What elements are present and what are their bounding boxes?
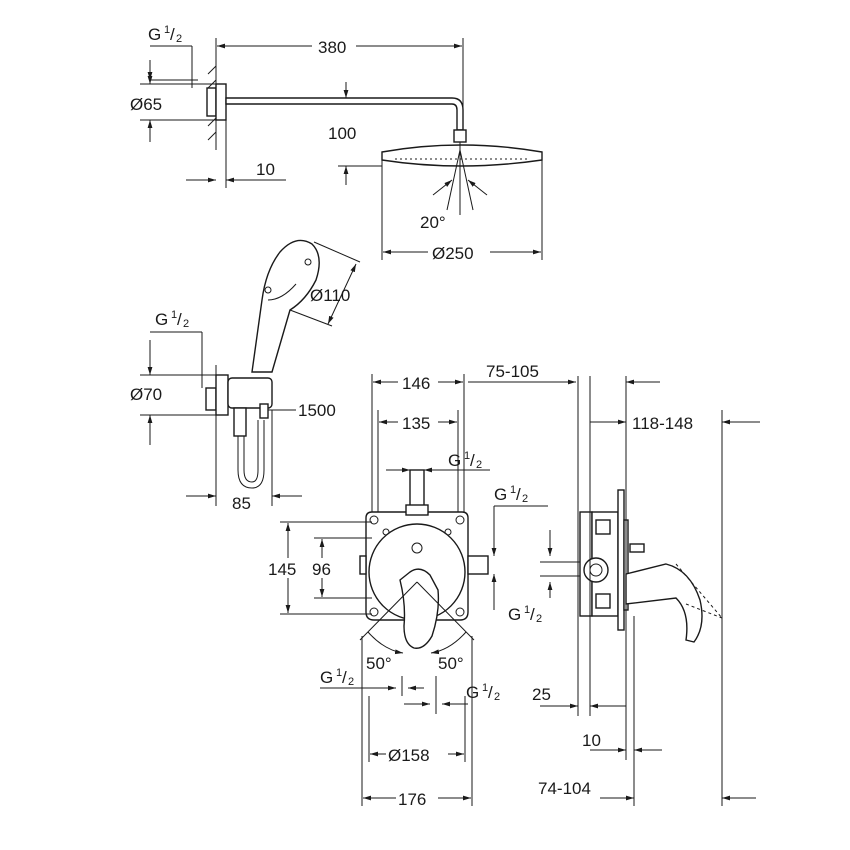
- svg-text:/: /: [170, 25, 175, 44]
- head-shower: [381, 144, 543, 167]
- adjust-range-label: 74-104: [538, 779, 591, 798]
- thread-label-mixer-top: G: [448, 451, 461, 470]
- thread-label-mixer-side: G: [494, 485, 507, 504]
- head-joint: [453, 129, 467, 143]
- thread-label-hand: G: [155, 310, 168, 329]
- svg-text:/: /: [177, 310, 182, 329]
- lever-side: [625, 563, 703, 643]
- depth-25-label: 25: [532, 685, 551, 704]
- svg-text:1: 1: [464, 450, 470, 462]
- svg-text:/: /: [488, 683, 493, 702]
- box-height-label: 145: [268, 560, 296, 579]
- wall-plate: [617, 489, 625, 631]
- svg-text:/: /: [342, 668, 347, 687]
- hand-shower-assembly: Ø110 G 1 / 2 Ø70 1500 85: [130, 239, 361, 513]
- cartridge: [583, 557, 609, 583]
- svg-text:2: 2: [348, 676, 354, 688]
- hose: [237, 420, 265, 489]
- svg-text:2: 2: [476, 459, 482, 471]
- hand-shower: [251, 239, 320, 373]
- install-depth-label: 75-105: [486, 362, 539, 381]
- arm-drop-label: 100: [328, 124, 356, 143]
- hose-connector: [233, 407, 247, 437]
- svg-text:2: 2: [494, 691, 500, 703]
- outlet-flange: [215, 374, 229, 416]
- svg-text:1: 1: [171, 309, 177, 321]
- arm-flange: [215, 83, 227, 121]
- head-diameter-label: Ø250: [432, 244, 474, 263]
- rosette-diameter-label: Ø158: [388, 746, 430, 765]
- svg-text:2: 2: [536, 613, 542, 625]
- outlet-connector: [205, 387, 217, 411]
- mixer-side-view: 75-105 118-148 G 1 / 2 25 10 74-104: [468, 362, 760, 806]
- head-angle-label: 20°: [420, 213, 446, 232]
- mixer-front-view: 50° 50° 146 135 G 1 / 2 145 96: [266, 372, 548, 809]
- projection-label: 118-148: [632, 414, 693, 433]
- outlet-projection-label: 85: [232, 494, 251, 513]
- rosette-overall-label: 176: [398, 790, 426, 809]
- side-outlet: [467, 555, 489, 575]
- holder-knob: [259, 403, 269, 419]
- thread-label-side-view: G: [508, 605, 521, 624]
- thread-label-top: G: [148, 25, 161, 44]
- svg-text:2: 2: [183, 318, 189, 330]
- thread-label-mixer-bottom-left: G: [320, 668, 333, 687]
- hand-shower-diameter-label: Ø110: [310, 286, 350, 305]
- svg-text:/: /: [470, 451, 475, 470]
- svg-text:2: 2: [522, 493, 528, 505]
- wall-outlet-holder: [227, 377, 273, 409]
- box-width-label: 146: [402, 374, 430, 393]
- wall-connector: [206, 87, 217, 117]
- stop-screw: [629, 543, 645, 553]
- svg-text:2: 2: [176, 33, 182, 45]
- box-inner-height-label: 96: [312, 560, 331, 579]
- svg-text:/: /: [530, 605, 535, 624]
- box-inner-width-label: 135: [402, 414, 430, 433]
- hose-length-label: 1500: [298, 401, 336, 420]
- svg-text:1: 1: [482, 682, 488, 694]
- outlet-diameter-label: Ø70: [130, 385, 162, 404]
- angle-right-label: 50°: [438, 654, 464, 673]
- svg-text:/: /: [516, 485, 521, 504]
- flange-diameter-top-label: Ø65: [130, 95, 162, 114]
- depth-10-label: 10: [582, 731, 601, 750]
- svg-text:1: 1: [524, 604, 530, 616]
- angle-left-label: 50°: [366, 654, 392, 673]
- arm-length-label: 380: [318, 38, 346, 57]
- mixer-lever: [399, 568, 440, 649]
- svg-text:1: 1: [164, 24, 170, 36]
- thread-label-mixer-bottom-right: G: [466, 683, 479, 702]
- svg-text:1: 1: [336, 667, 342, 679]
- svg-text:1: 1: [510, 484, 516, 496]
- wall-offset-label: 10: [256, 160, 275, 179]
- head-shower-assembly: 20° 380 G 1 / 2 Ø65 100 10: [130, 24, 543, 263]
